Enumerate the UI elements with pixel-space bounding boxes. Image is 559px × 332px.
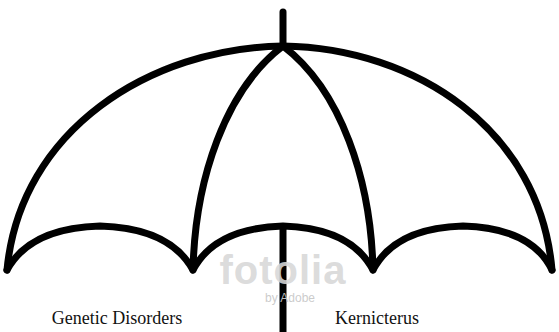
caption-label: Genetic Disorders bbox=[52, 309, 182, 327]
watermark: fotolia bbox=[220, 250, 347, 290]
watermark: by Adobe bbox=[265, 292, 315, 304]
umbrella-rib bbox=[193, 46, 283, 270]
umbrella-rib bbox=[283, 46, 373, 270]
umbrella-tip bbox=[280, 12, 287, 46]
caption-label: Kernicterus bbox=[335, 309, 419, 327]
